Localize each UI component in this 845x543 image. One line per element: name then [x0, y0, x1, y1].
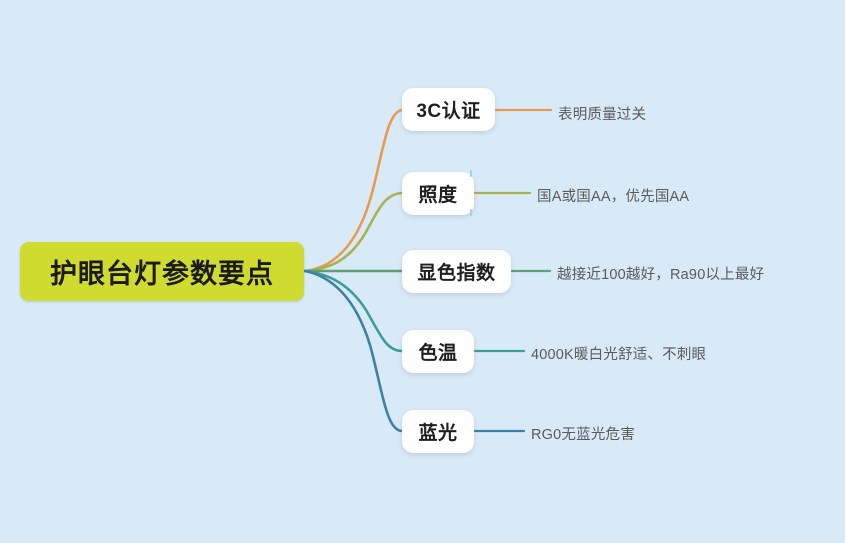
leaf-text-illuminance[interactable]: 国A或国AA，优先国AA	[537, 185, 689, 206]
leaf-text-color-temperature[interactable]: 4000K暖白光舒适、不刺眼	[531, 343, 706, 364]
leaf-text-blue-light[interactable]: RG0无蓝光危害	[531, 423, 635, 444]
connector-curve-branch-4	[303, 269, 404, 353]
branch-node-label: 色温	[418, 343, 458, 364]
leaf-text-label: 4000K暖白光舒适、不刺眼	[531, 347, 707, 363]
leaf-text-color-rendering-index[interactable]: 越接近100越好，Ra90以上最好	[557, 263, 764, 284]
resize-handle-top-right[interactable]	[470, 170, 472, 177]
connector-curve-branch-1	[303, 108, 404, 273]
branch-node-label: 蓝光	[418, 423, 458, 444]
branch-node-color-temperature[interactable]: 色温	[402, 330, 474, 373]
branch-node-blue-light[interactable]: 蓝光	[402, 410, 474, 453]
branch-node-label: 3C认证	[416, 101, 481, 122]
resize-handle-bottom-right[interactable]	[470, 209, 472, 216]
leaf-text-3c-certification[interactable]: 表明质量过关	[558, 103, 646, 124]
connector-curve-branch-2	[303, 191, 404, 273]
leaf-text-label: 表明质量过关	[558, 107, 647, 123]
branch-node-label: 显色指数	[417, 263, 496, 284]
leaf-text-label: RG0无蓝光危害	[531, 427, 635, 443]
root-node-label: 护眼台灯参数要点	[50, 259, 274, 289]
branch-node-illuminance[interactable]: 照度	[402, 172, 474, 215]
connector-curve-branch-5	[303, 269, 404, 433]
leaf-text-label: 越接近100越好，Ra90以上最好	[557, 267, 765, 283]
leaf-text-label: 国A或国AA，优先国AA	[537, 189, 690, 205]
branch-node-label: 照度	[418, 185, 458, 206]
branch-node-3c-certification[interactable]: 3C认证	[402, 88, 495, 131]
root-node[interactable]: 护眼台灯参数要点	[20, 242, 304, 301]
branch-node-color-rendering-index[interactable]: 显色指数	[402, 250, 511, 293]
